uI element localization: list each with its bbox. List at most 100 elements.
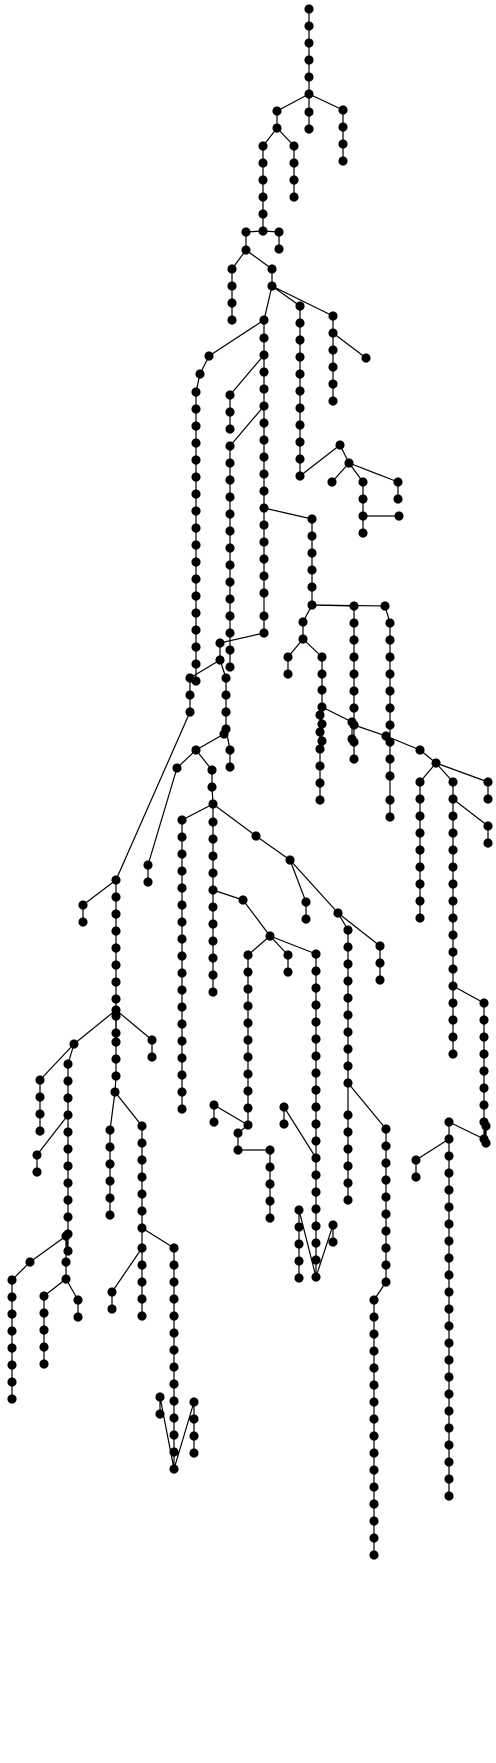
tree-node <box>343 1027 353 1037</box>
tree-node <box>111 909 121 919</box>
tree-node <box>380 601 390 611</box>
tree-node <box>105 1159 115 1169</box>
tree-node <box>343 1044 353 1054</box>
tree-node <box>369 1499 379 1509</box>
tree-node <box>481 1121 491 1131</box>
tree-node <box>333 908 343 918</box>
tree-node <box>169 1379 179 1389</box>
tree-edge <box>195 733 225 751</box>
tree-edge <box>315 1224 334 1278</box>
tree-node <box>381 1260 391 1270</box>
tree-node <box>259 418 269 428</box>
tree-node <box>177 1053 187 1063</box>
tree-node <box>444 1423 454 1433</box>
tree-node <box>343 1161 353 1171</box>
tree-node <box>444 1474 454 1484</box>
tree-node <box>347 717 357 727</box>
tree-node <box>385 754 395 764</box>
tree-node <box>444 1355 454 1365</box>
tree-node <box>375 975 385 985</box>
tree-node <box>221 707 231 717</box>
tree-node <box>208 936 218 946</box>
tree-node <box>251 831 261 841</box>
tree-edge <box>43 1278 67 1297</box>
tree-node <box>448 998 458 1008</box>
tree-node <box>208 799 218 809</box>
tree-edge <box>311 604 386 607</box>
tree-node <box>208 953 218 963</box>
tree-node <box>343 1178 353 1188</box>
tree-node <box>208 987 218 997</box>
tree-node <box>258 141 268 151</box>
tree-node <box>415 896 425 906</box>
tree-edge <box>29 1235 67 1263</box>
tree-node <box>295 403 305 413</box>
tree-edge <box>39 1043 75 1081</box>
tree-node <box>448 777 458 787</box>
tree-edge <box>321 706 353 723</box>
tree-node <box>243 967 253 977</box>
tree-node <box>243 1035 253 1045</box>
tree-node <box>177 985 187 995</box>
tree-node <box>298 634 308 644</box>
tree-node <box>304 89 314 99</box>
tree-node <box>444 1372 454 1382</box>
tree-node <box>177 917 187 927</box>
tree-node <box>227 315 237 325</box>
tree-node <box>349 635 359 645</box>
tree-node <box>238 895 248 905</box>
tree-node <box>258 158 268 168</box>
tree-node <box>169 1413 179 1423</box>
tree-node <box>177 832 187 842</box>
tree-node <box>311 1255 321 1265</box>
tree-node <box>349 652 359 662</box>
tree-node <box>328 1237 338 1247</box>
tree-node <box>444 1338 454 1348</box>
tree-node <box>289 192 299 202</box>
tree-node <box>369 1329 379 1339</box>
tree-node <box>267 281 277 291</box>
tree-node <box>479 1049 489 1059</box>
tree-node <box>448 896 458 906</box>
tree-node <box>343 1144 353 1154</box>
tree-node <box>274 227 284 237</box>
tree-edge <box>263 285 273 321</box>
tree-node <box>177 1002 187 1012</box>
tree-node <box>479 1100 489 1110</box>
tree-node <box>301 897 311 907</box>
tree-node <box>63 1246 73 1256</box>
tree-node <box>444 1406 454 1416</box>
tree-node <box>343 976 353 986</box>
tree-node <box>304 72 314 82</box>
tree-node <box>177 1019 187 1029</box>
tree-node <box>63 1127 73 1137</box>
tree-node <box>311 983 321 993</box>
tree-node <box>444 1236 454 1246</box>
tree-node <box>444 1270 454 1280</box>
tree-node <box>349 618 359 628</box>
tree-node <box>143 877 153 887</box>
tree-node <box>265 1213 275 1223</box>
tree-edge <box>189 659 221 679</box>
tree-node <box>338 122 348 132</box>
tree-node <box>225 577 235 587</box>
tree-node <box>294 1239 304 1249</box>
tree-node <box>311 1221 321 1231</box>
tree-node <box>243 1120 253 1130</box>
tree-node <box>369 1414 379 1424</box>
tree-node <box>328 345 338 355</box>
tree-node <box>7 1343 17 1353</box>
tree-node <box>267 264 277 274</box>
tree-node <box>191 642 201 652</box>
tree-node <box>343 1110 353 1120</box>
tree-node <box>137 1138 147 1148</box>
tree-node <box>415 879 425 889</box>
tree-node <box>375 941 385 951</box>
tree-node <box>448 947 458 957</box>
tree-node <box>105 1193 115 1203</box>
tree-node <box>285 855 295 865</box>
tree-node <box>283 669 293 679</box>
tree-node <box>63 1144 73 1154</box>
tree-node <box>110 1087 120 1097</box>
tree-node <box>137 1260 147 1270</box>
